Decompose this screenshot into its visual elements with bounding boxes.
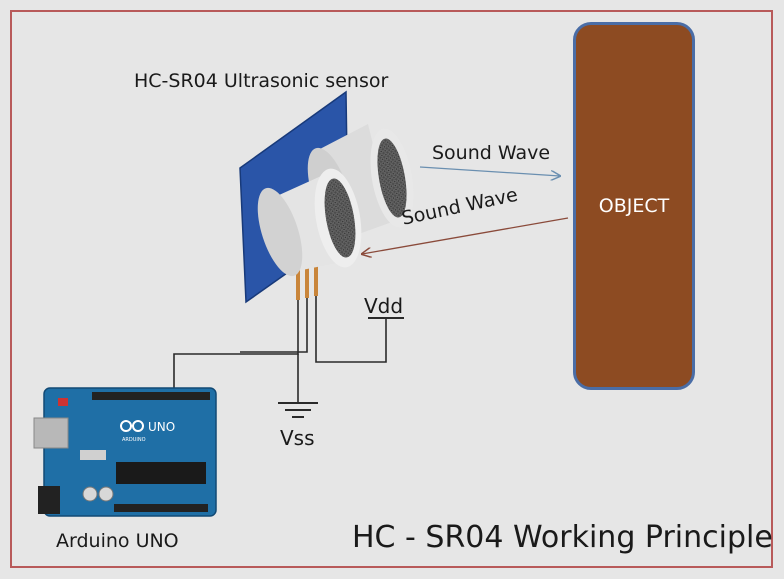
- sensor-pin: [305, 262, 309, 298]
- usb-port: [33, 417, 69, 449]
- signal-wire: [173, 300, 299, 392]
- sensor-pin: [296, 264, 300, 300]
- power-jack: [38, 486, 60, 514]
- arduino-label: Arduino UNO: [56, 530, 179, 552]
- arduino-uno-board: UNO ARDUINO: [33, 387, 217, 517]
- reset-button: [58, 398, 68, 406]
- front-transducer-mesh: [324, 178, 356, 258]
- ultrasonic-sensor: [239, 90, 414, 304]
- vdd-wire: [315, 296, 387, 363]
- object-label: OBJECT: [598, 195, 670, 217]
- outer-frame: [10, 10, 773, 568]
- vdd-label: Vdd: [364, 294, 404, 318]
- trigger-wire: [240, 298, 308, 353]
- sensor-title: HC-SR04 Ultrasonic sensor: [134, 70, 389, 92]
- capacitor: [98, 486, 114, 502]
- analog-header: [114, 504, 208, 512]
- outgoing-wave-label: Sound Wave: [432, 142, 551, 164]
- sensor-pin: [314, 260, 318, 296]
- diagram-title: HC - SR04 Working Principle: [352, 520, 773, 555]
- returning-wave-arrow: [362, 217, 569, 254]
- arduino-logo-icon: [120, 420, 132, 432]
- board-logo-text: UNO: [148, 420, 175, 434]
- crystal: [80, 450, 106, 460]
- rear-transducer-mesh: [377, 138, 407, 218]
- wiring: [173, 296, 387, 402]
- ground-symbol: [278, 402, 318, 418]
- atmega-chip: [116, 462, 206, 484]
- capacitor: [82, 486, 98, 502]
- digital-header: [92, 392, 210, 400]
- outgoing-wave-arrow: [419, 166, 560, 176]
- arduino-pcb: [43, 387, 217, 517]
- object-block: OBJECT: [573, 22, 695, 390]
- vss-label: Vss: [280, 426, 315, 450]
- board-brand-text: ARDUINO: [122, 437, 146, 443]
